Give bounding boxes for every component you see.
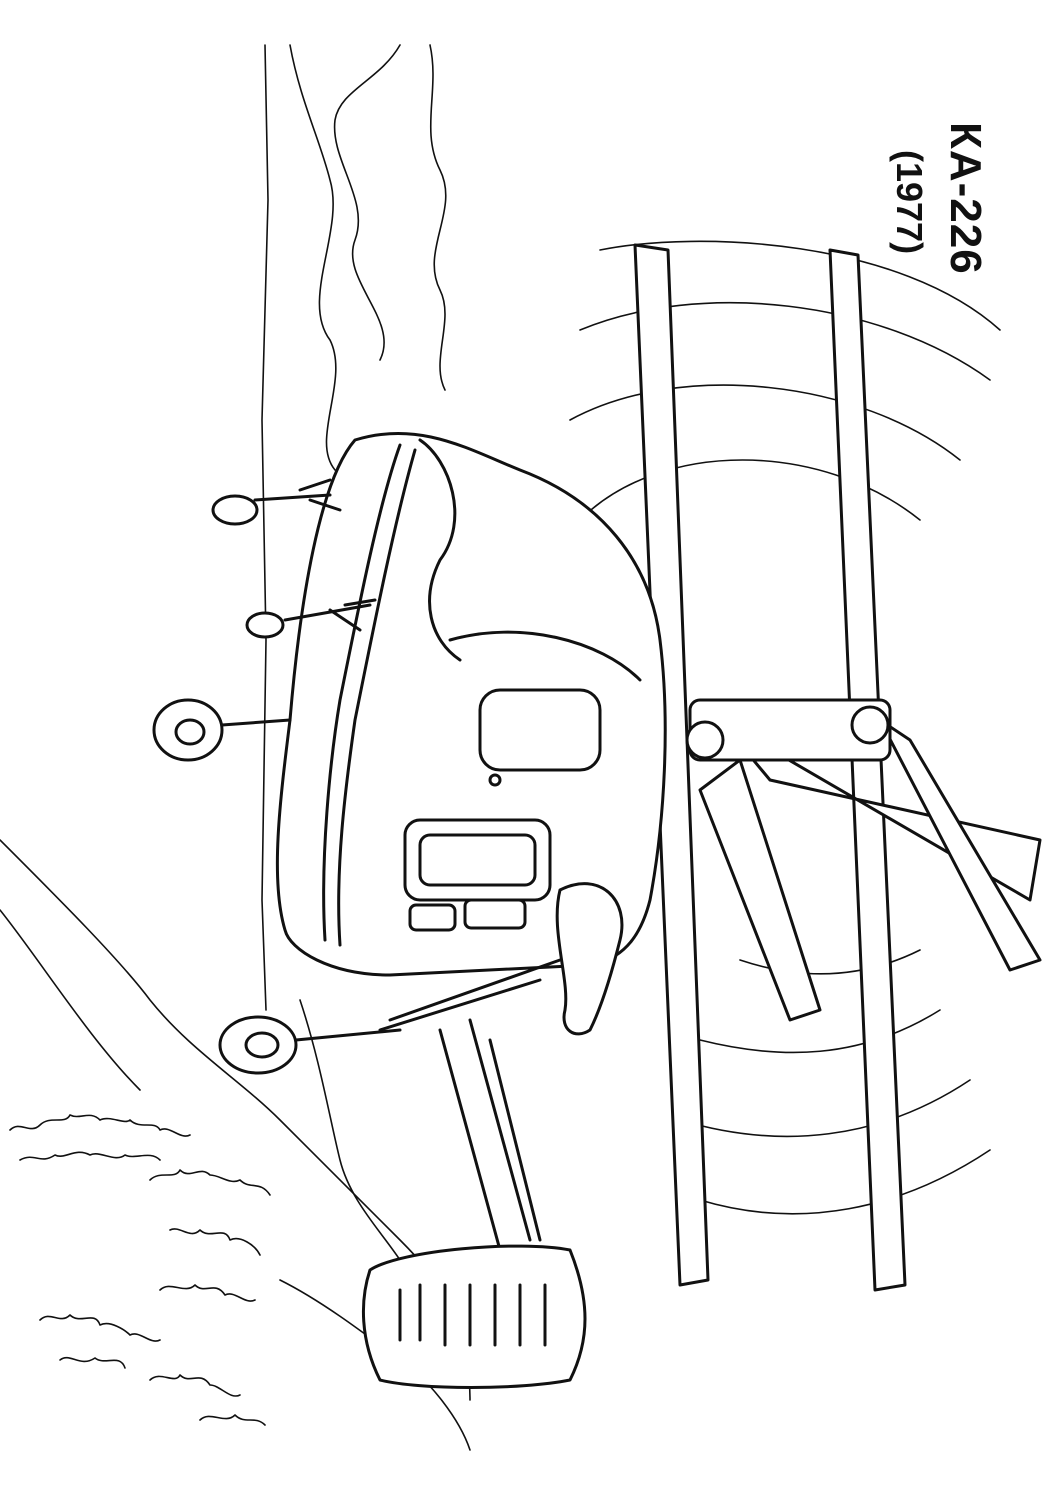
model-title: КА-226: [941, 122, 990, 275]
rotor-motion-arcs: [569, 240, 1001, 1215]
tail-section: [362, 1018, 587, 1389]
helicopter-fuselage: [275, 431, 667, 1036]
mountains-drawing: [0, 44, 471, 1451]
model-year: (1977): [889, 150, 930, 255]
bushes-drawing: [9, 1114, 271, 1426]
landing-gear: [152, 478, 562, 1075]
rotor-blades: [633, 243, 1042, 1292]
